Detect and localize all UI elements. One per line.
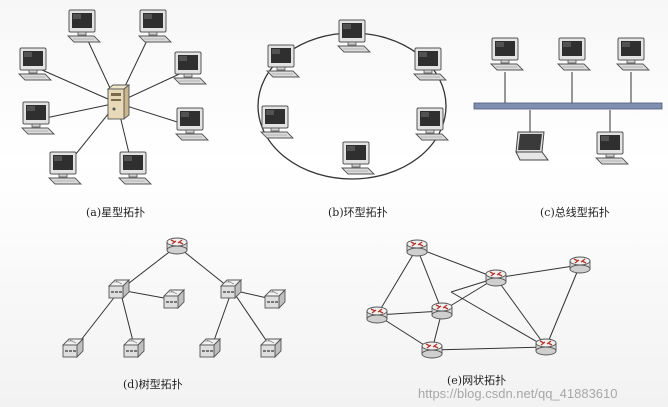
router-icon: [406, 239, 428, 257]
bus-backbone: [473, 102, 663, 110]
router-icon: [421, 341, 443, 359]
star-computer-icon: [18, 47, 52, 81]
star-computer-icon: [48, 151, 82, 185]
bus-computer-icon: [490, 37, 524, 71]
laptop-icon: [515, 131, 549, 161]
ring-computer-icon: [337, 19, 371, 53]
switch-icon: [123, 338, 145, 358]
caption-ring: (b)环型拓扑: [328, 206, 388, 219]
ring-computer-icon: [260, 105, 294, 139]
switch-icon: [260, 338, 282, 358]
ring-computer-icon: [266, 44, 300, 78]
router-icon: [431, 302, 453, 320]
star-computer-icon: [173, 51, 207, 85]
switch-icon: [220, 279, 242, 299]
ring-computer-icon: [341, 141, 375, 175]
bus-computer-icon: [616, 37, 650, 71]
watermark: https://blog.csdn.net/qq_41883610: [418, 386, 618, 401]
switch-icon: [199, 338, 221, 358]
caption-star: (a)星型拓扑: [86, 206, 146, 219]
mesh-links: [376, 247, 581, 351]
star-computer-icon: [118, 151, 152, 185]
switch-icon: [163, 289, 185, 309]
bus-drops: [504, 72, 632, 134]
caption-bus: (c)总线型拓扑: [540, 206, 610, 219]
star-computer-icon: [175, 107, 209, 141]
star-topology: [18, 9, 209, 185]
ring-computer-icon: [415, 107, 449, 141]
bus-computer-icon: [595, 131, 629, 165]
star-computer-icon: [21, 101, 55, 135]
router-icon: [366, 306, 388, 324]
star-computer-icon: [138, 9, 172, 43]
mesh-topology: [366, 239, 591, 359]
caption-tree: (d)树型拓扑: [123, 378, 183, 391]
router-icon: [535, 338, 557, 356]
router-icon: [569, 256, 591, 274]
bus-topology: [473, 37, 663, 165]
ring-computer-icon: [413, 47, 447, 81]
caption-mesh: (e)网状拓扑: [447, 374, 507, 387]
server-icon: [107, 84, 130, 120]
router-icon: [166, 237, 188, 255]
tree-topology: [62, 237, 286, 358]
star-computer-icon: [67, 9, 101, 43]
switch-icon: [264, 289, 286, 309]
router-icon: [485, 269, 507, 287]
switch-icon: [108, 279, 130, 299]
switch-icon: [62, 338, 84, 358]
bus-computer-icon: [557, 37, 591, 71]
ring-topology: [257, 19, 449, 180]
